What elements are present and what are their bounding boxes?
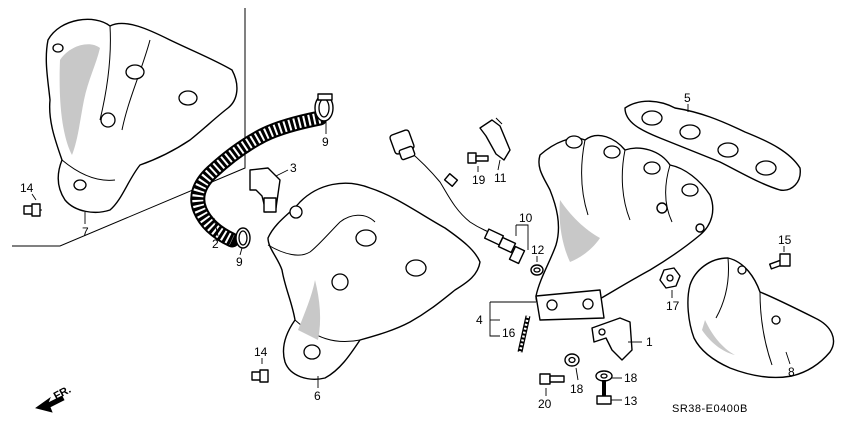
callout-1: 1 xyxy=(646,335,653,349)
bolt-20[interactable] xyxy=(539,373,565,385)
oxygen-sensor-10[interactable] xyxy=(389,129,526,265)
callout-2: 2 xyxy=(212,237,219,251)
callout-15: 15 xyxy=(778,233,792,247)
inset-frame xyxy=(12,8,246,247)
sensor-bracket-11[interactable] xyxy=(479,117,511,161)
callout-18-left: 18 xyxy=(570,382,584,396)
front-direction-arrow: FR. xyxy=(35,384,73,413)
stud-16[interactable] xyxy=(517,315,531,353)
callout-14-lower: 14 xyxy=(254,345,268,359)
callout-14-upper: 14 xyxy=(20,181,34,195)
bolt-13[interactable] xyxy=(596,380,612,405)
gasket-12[interactable] xyxy=(530,264,544,276)
callout-5: 5 xyxy=(684,91,691,105)
callout-7: 7 xyxy=(82,225,89,239)
callout-4: 4 xyxy=(476,313,483,327)
lower-heat-shield-6[interactable] xyxy=(267,182,481,380)
leader-lines xyxy=(31,104,791,401)
callout-20: 20 xyxy=(538,397,552,411)
right-heat-shield-8[interactable] xyxy=(687,257,835,379)
callout-6: 6 xyxy=(314,389,321,403)
callout-9-lower: 9 xyxy=(236,255,243,269)
bolt-14-lower[interactable] xyxy=(251,369,269,383)
washer-18-right[interactable] xyxy=(595,370,613,382)
callout-10: 10 xyxy=(519,211,533,225)
callout-8: 8 xyxy=(788,365,795,379)
callout-17: 17 xyxy=(666,299,680,313)
upper-heat-shield-7[interactable] xyxy=(45,18,238,213)
clamp-9-lower[interactable] xyxy=(235,227,251,249)
bolt-15[interactable] xyxy=(768,253,791,270)
callout-18-right: 18 xyxy=(624,371,638,385)
callout-16: 16 xyxy=(502,326,516,340)
callout-3: 3 xyxy=(290,161,297,175)
exhaust-manifold-4[interactable] xyxy=(535,134,714,321)
washer-18-left[interactable] xyxy=(564,353,580,367)
direction-label: FR. xyxy=(52,384,73,403)
callout-12: 12 xyxy=(531,243,545,257)
clamp-9-top[interactable] xyxy=(314,93,334,122)
callout-13: 13 xyxy=(624,394,638,408)
bracket-3[interactable] xyxy=(249,167,281,213)
bolt-14-upper[interactable] xyxy=(23,203,42,217)
callout-11: 11 xyxy=(494,171,507,185)
callout-19: 19 xyxy=(472,173,486,187)
nut-17[interactable] xyxy=(659,267,681,289)
bracket-1[interactable] xyxy=(591,317,633,361)
bolt-19[interactable] xyxy=(467,152,489,164)
callout-numbers: 1 2 3 4 5 6 7 8 9 9 10 11 12 13 14 14 15… xyxy=(20,91,795,411)
diagram-code: SR38-E0400B xyxy=(672,403,748,415)
manifold-gasket-5[interactable] xyxy=(624,100,801,191)
flex-pipe-2[interactable] xyxy=(190,110,328,248)
callout-9-top: 9 xyxy=(322,135,329,149)
